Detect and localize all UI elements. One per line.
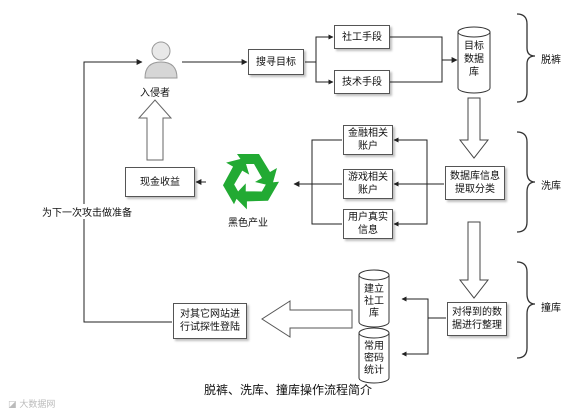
cash-profit-box: 现金收益 bbox=[125, 167, 195, 197]
search-target-box: 搜寻目标 bbox=[248, 49, 304, 75]
phase-xiku-label: 洗库 bbox=[541, 181, 561, 192]
arrow-finance-to-recycle bbox=[294, 139, 342, 185]
arrow-realinfo-to-recycle bbox=[311, 184, 342, 225]
diagram-caption: 脱裤、洗库、撞库操作流程简介 bbox=[203, 383, 372, 397]
big-arrow-db-to-extract bbox=[458, 97, 490, 159]
finance-account-box: 金融相关账户 bbox=[343, 125, 393, 155]
db-extract-box: 数据库信息提取分类 bbox=[445, 166, 505, 200]
recycle-icon bbox=[213, 153, 280, 217]
social-method-box: 社工手段 bbox=[334, 25, 390, 49]
organize-data-box: 对得到的数据进行整理 bbox=[447, 302, 507, 336]
attacker-label: 入侵者 bbox=[140, 88, 170, 99]
phase-zhuangku-label: 撞库 bbox=[541, 303, 561, 314]
brace-tuoku bbox=[516, 13, 536, 103]
prepare-next-label: 为下一次攻击做准备 bbox=[40, 204, 134, 219]
person-icon bbox=[144, 41, 178, 79]
big-arrow-to-trylogin bbox=[261, 300, 353, 338]
target-db-cylinder bbox=[457, 26, 491, 94]
password-stats-label: 常用密码统计 bbox=[364, 341, 384, 376]
arrow-tech-to-db bbox=[390, 57, 458, 83]
brace-zhuangku bbox=[516, 261, 536, 359]
arrow-search-to-tech bbox=[315, 62, 334, 85]
arrow-search-to-social bbox=[305, 34, 334, 63]
watermark: ◪ 大数据网 bbox=[8, 397, 55, 410]
arrow-organize-to-passwords bbox=[401, 318, 429, 357]
phase-tuoku-label: 脱裤 bbox=[541, 55, 561, 66]
social-db-cylinder bbox=[358, 269, 390, 328]
build-social-db-label: 建立社工库 bbox=[364, 284, 384, 319]
big-arrow-cash-to-attacker bbox=[137, 99, 173, 161]
brace-xiku bbox=[516, 131, 536, 233]
watermark-logo-icon: ◪ bbox=[8, 400, 20, 410]
arrow-feedback-loop bbox=[83, 59, 172, 323]
arrow-extract-to-realinfo bbox=[393, 184, 428, 227]
arrow-social-to-db bbox=[390, 36, 457, 61]
tech-method-box: 技术手段 bbox=[334, 70, 390, 94]
big-arrow-extract-to-organize bbox=[458, 221, 490, 299]
arrow-extract-to-finance bbox=[393, 137, 444, 185]
target-db-label: 目标数据库 bbox=[464, 41, 484, 78]
arrow-organize-to-socialdb bbox=[401, 296, 446, 319]
try-login-box: 对其它网站进行试探性登陆 bbox=[173, 303, 247, 339]
password-stats-cylinder bbox=[358, 327, 390, 384]
real-info-box: 用户真实信息 bbox=[343, 209, 393, 239]
game-account-box: 游戏相关账户 bbox=[343, 169, 393, 199]
black-industry-label: 黑色产业 bbox=[228, 218, 268, 229]
watermark-text: 大数据网 bbox=[19, 400, 56, 410]
